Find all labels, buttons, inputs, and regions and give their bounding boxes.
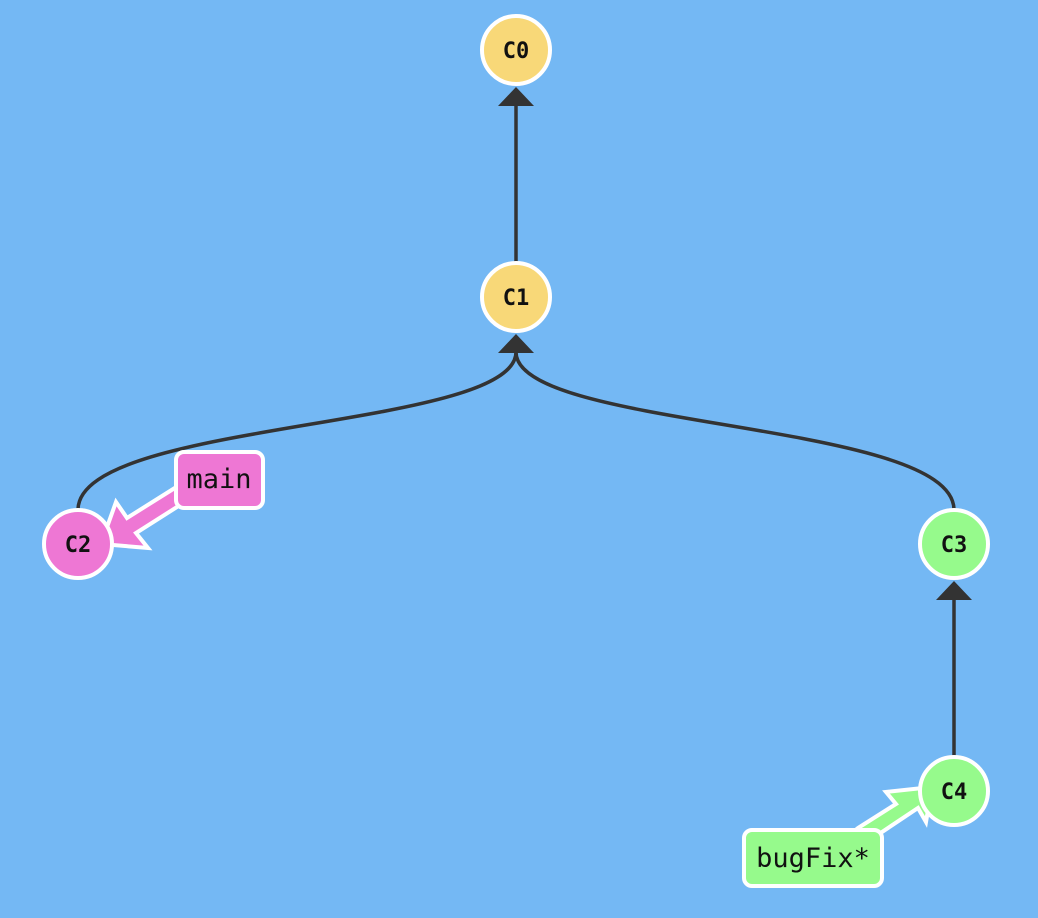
- edge-c1-arrowhead: [498, 334, 534, 353]
- commit-label: C0: [503, 39, 530, 64]
- branch-label-bugfix[interactable]: bugFix*: [742, 828, 884, 888]
- branch-label-box[interactable]: [742, 828, 884, 888]
- edge-c2-c1: [76, 351, 518, 511]
- commit-node[interactable]: [918, 755, 990, 827]
- edge-c1-c0-arrowhead: [498, 87, 534, 106]
- commit-node[interactable]: [42, 508, 114, 580]
- commit-c3[interactable]: C3: [918, 508, 990, 580]
- commit-label: C2: [65, 533, 92, 558]
- edge-c3-c1: [514, 351, 956, 511]
- branch-name: main: [186, 464, 251, 495]
- branch-label-box[interactable]: [174, 450, 265, 510]
- commit-label: C1: [503, 286, 530, 311]
- branch-arrows: [98, 483, 935, 839]
- commit-node[interactable]: [918, 508, 990, 580]
- branch-name: bugFix*: [756, 843, 870, 874]
- commit-c2[interactable]: C2: [42, 508, 114, 580]
- commit-label: C3: [941, 533, 968, 558]
- commit-c0[interactable]: C0: [480, 14, 552, 86]
- commit-c1[interactable]: C1: [480, 261, 552, 333]
- edges: [76, 87, 972, 756]
- edge-c4-c3-arrowhead: [936, 581, 972, 600]
- commit-node[interactable]: [480, 261, 552, 333]
- commit-node[interactable]: [480, 14, 552, 86]
- branch-label-main[interactable]: main: [174, 450, 265, 510]
- commit-c4[interactable]: C4: [918, 755, 990, 827]
- commit-label: C4: [941, 780, 968, 805]
